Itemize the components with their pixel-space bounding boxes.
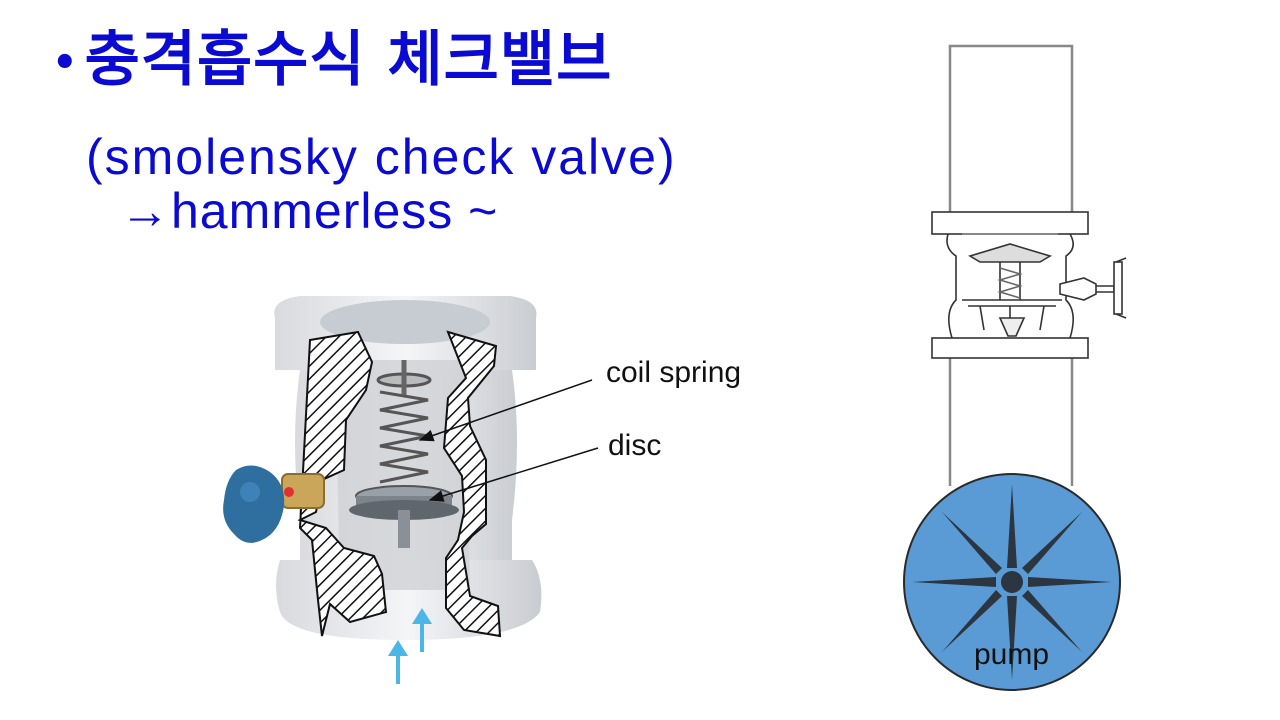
pipe-schematic <box>948 44 1074 486</box>
side-valve <box>223 465 325 543</box>
pump: pump <box>903 473 1121 691</box>
title-text: 충격흡수식 체크밸브 <box>84 25 613 95</box>
pump-impeller <box>912 484 1112 680</box>
coil-spring <box>376 360 432 484</box>
right-wall-section <box>442 330 502 638</box>
slide-title: •충격흡수식 체크밸브 <box>52 30 612 90</box>
flow-arrows <box>388 608 432 684</box>
disc-label: disc <box>608 429 661 462</box>
pump-hub <box>1001 571 1023 593</box>
left-wall-section <box>297 330 388 637</box>
valve-cavity <box>335 360 470 590</box>
hammerless-note: →hammerless ~ <box>120 183 499 239</box>
title-bullet: • <box>52 40 79 87</box>
valve-schematic <box>931 211 1127 359</box>
coil-spring-label: coil spring <box>606 356 741 389</box>
check-valve-illustration <box>223 296 542 684</box>
valve-handwheel <box>223 465 285 543</box>
upper-pipe <box>948 44 1074 212</box>
flow-arrow-2 <box>412 608 432 652</box>
disc-leader <box>428 447 599 502</box>
coil-spring-leader <box>418 379 593 442</box>
flow-arrow-1 <box>388 640 408 684</box>
disc <box>349 485 459 548</box>
slide-subtitle: (smolensky check valve) <box>86 129 677 185</box>
pump-label: pump <box>974 638 1049 671</box>
